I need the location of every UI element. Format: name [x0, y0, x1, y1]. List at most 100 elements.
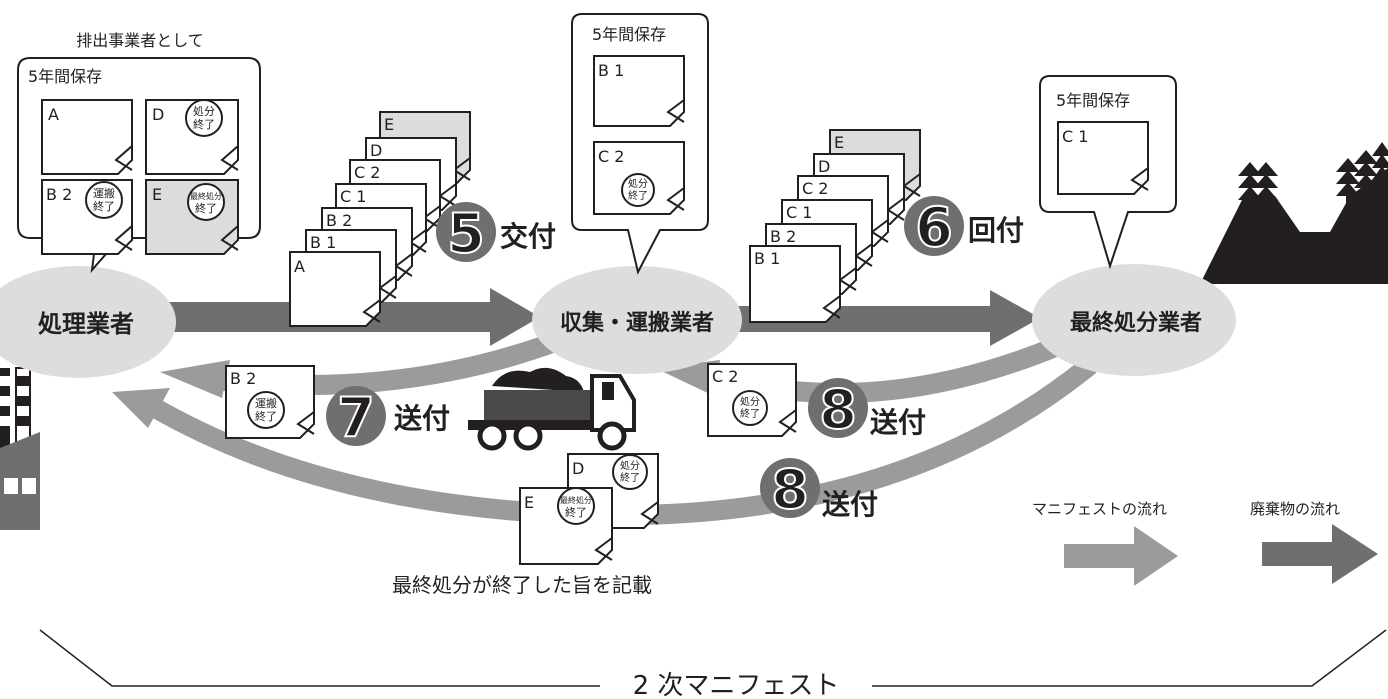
- legend-manifest-label: マニフェストの流れ: [1032, 500, 1167, 518]
- doc-b2-label: B 2: [46, 185, 72, 204]
- doc-d-label: D: [152, 105, 164, 124]
- collector-bubble-keep: 5年間保存: [592, 25, 666, 44]
- stamp-text: 終了: [193, 117, 215, 131]
- doc-c1-label: C 1: [1062, 127, 1088, 146]
- actor-processor-label: 処理業者: [38, 310, 134, 338]
- processor-bubble-keep: 5年間保存: [28, 67, 102, 86]
- factory-icon: [0, 367, 40, 530]
- step-badge-6: 6 回付: [904, 195, 1024, 260]
- manifest-stack-delivery: E D C 2 C 1 B 2 B 1 A: [289, 111, 471, 327]
- doc-d-kept: D 処分 終了: [145, 99, 239, 175]
- legend-waste-label: 廃棄物の流れ: [1250, 500, 1340, 518]
- stack5-a: A: [294, 257, 305, 276]
- stack6-b1: B 1: [754, 249, 780, 268]
- stamp-text: 終了: [620, 471, 640, 484]
- stamp-text: 運搬: [255, 396, 277, 410]
- stamp-text: 処分: [740, 395, 760, 408]
- final-bubble-keep: 5年間保存: [1056, 91, 1130, 110]
- stack6-c1: C 1: [786, 203, 812, 222]
- stamp-text: 処分: [193, 105, 215, 118]
- stamp-circle: [612, 454, 648, 490]
- stamp-text: 終了: [255, 409, 277, 423]
- step-6-number: 6: [915, 196, 953, 259]
- stamp-text: 処分: [628, 177, 648, 190]
- step-badge-8-collector: 8 送付: [808, 377, 926, 442]
- step-badge-8-processor: 8 送付: [760, 457, 878, 522]
- stamp-text: 処分: [620, 459, 640, 472]
- stack5-c1: C 1: [340, 187, 366, 206]
- stack6-c2: C 2: [802, 179, 828, 198]
- stamp-text: 終了: [565, 505, 587, 519]
- stamp-circle: [732, 390, 768, 426]
- step-8a-number: 8: [819, 378, 857, 441]
- footer-title: 2 次マニフェスト: [633, 671, 840, 699]
- stack5-b1: B 1: [310, 233, 336, 252]
- stamp-text: 運搬: [93, 186, 115, 200]
- stack5-e: E: [384, 115, 394, 134]
- truck-icon: [468, 367, 636, 451]
- stack6-d: D: [818, 157, 830, 176]
- doc-c2-kept: C 2 処分 終了: [593, 141, 685, 215]
- returned-e-label: E: [524, 493, 534, 512]
- actor-final: 最終処分業者: [1032, 264, 1236, 376]
- doc-b2-kept: B 2 運搬 終了: [41, 179, 133, 255]
- stamp-circle: [185, 99, 223, 137]
- returned-c2-label: C 2: [712, 367, 738, 386]
- returned-b2-label: B 2: [230, 369, 256, 388]
- actor-final-label: 最終処分業者: [1070, 310, 1202, 336]
- returned-doc-b2: B 2 運搬 終了: [225, 365, 315, 439]
- doc-e-label: E: [152, 185, 162, 204]
- step-5-label: 交付: [500, 220, 556, 253]
- actor-processor: 処理業者: [0, 266, 176, 378]
- step-8b-label: 送付: [822, 488, 878, 521]
- footer-bracket: 2 次マニフェスト: [39, 629, 1387, 699]
- mountain-landfill-icon: [1200, 168, 1388, 284]
- stamp-circle: [85, 181, 123, 219]
- doc-a-label: A: [48, 105, 59, 124]
- stamp-text: 終了: [195, 201, 217, 215]
- collector-storage-bubble: 5年間保存 B 1 C 2 処分 終了: [571, 13, 709, 275]
- returned-doc-c2: C 2 処分 終了: [707, 363, 797, 437]
- manifest-flow-arrowhead: [112, 360, 720, 428]
- final-storage-bubble: 5年間保存 C 1: [1039, 75, 1177, 270]
- stamp-text: 終了: [93, 199, 115, 213]
- processor-storage-bubble: 排出事業者として 5年間保存 A D 処分 終了 B 2 運搬 終了 E: [17, 31, 261, 274]
- returned-d-label: D: [572, 459, 584, 478]
- stamp-circle: [187, 183, 225, 221]
- stack5-d: D: [370, 141, 382, 160]
- final-disposal-note: 最終処分が終了した旨を記載: [392, 573, 652, 597]
- returned-doc-e: E 最終処分 終了: [519, 487, 613, 565]
- stack6-e: E: [834, 133, 844, 152]
- step-5-number: 5: [447, 202, 485, 265]
- stamp-circle: [621, 173, 655, 207]
- step-7-number: 7: [337, 386, 375, 449]
- actor-collector: 収集・運搬業者: [532, 266, 742, 374]
- legend: マニフェストの流れ 廃棄物の流れ: [1032, 500, 1378, 586]
- step-badge-5: 5 交付: [436, 201, 556, 266]
- stamp-text: 終了: [740, 407, 760, 420]
- doc-c1-kept: C 1: [1057, 121, 1149, 195]
- stamp-circle: [247, 391, 285, 429]
- stamp-circle: [557, 487, 595, 525]
- doc-a-kept: A: [41, 99, 133, 175]
- doc-c2-label: C 2: [598, 147, 624, 166]
- step-7-label: 送付: [394, 402, 450, 435]
- stack6-b2: B 2: [770, 227, 796, 246]
- legend-manifest-arrow: [1064, 526, 1178, 586]
- actor-collector-label: 収集・運搬業者: [560, 310, 714, 336]
- doc-b1-kept: B 1: [593, 55, 685, 127]
- doc-e-kept: E 最終処分 終了: [145, 179, 239, 255]
- manifest-stack-circulation: E D C 2 C 1 B 2 B 1: [749, 129, 921, 323]
- processor-bubble-heading: 排出事業者として: [76, 31, 204, 50]
- stack5-c2: C 2: [354, 163, 380, 182]
- step-badge-7: 7 送付: [326, 385, 450, 450]
- legend-waste-arrow: [1262, 524, 1378, 584]
- step-6-label: 回付: [968, 214, 1024, 247]
- doc-b1-label: B 1: [598, 61, 624, 80]
- step-8a-label: 送付: [870, 406, 926, 439]
- tree-icon: [1238, 142, 1388, 208]
- stamp-text: 終了: [628, 189, 648, 202]
- step-8b-number: 8: [771, 458, 809, 521]
- stamp-text: 最終処分: [560, 495, 592, 505]
